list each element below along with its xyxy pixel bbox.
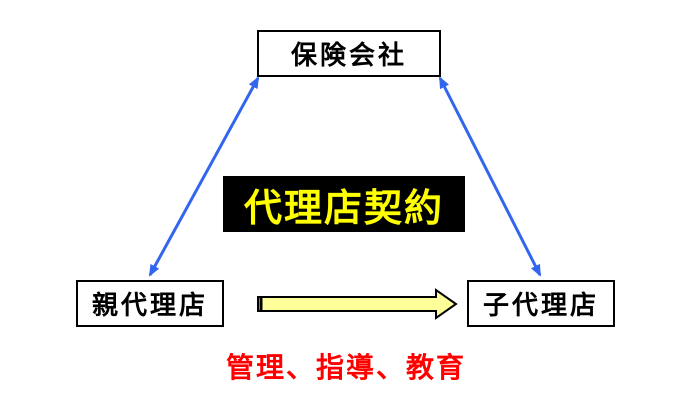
insurer-box: 保険会社 — [257, 30, 441, 77]
child-agency-label: 子代理店 — [482, 291, 599, 321]
supervision-caption: 管理、指導、教育 — [225, 351, 466, 384]
contract-banner: 代理店契約 — [223, 176, 465, 232]
child-agency-box: 子代理店 — [467, 280, 615, 327]
parent-agency-box: 親代理店 — [76, 280, 224, 327]
supervision-arrow — [257, 288, 458, 320]
parent-agency-label: 親代理店 — [91, 291, 208, 321]
insurer-label: 保険会社 — [290, 41, 407, 71]
contract-banner-label: 代理店契約 — [243, 185, 444, 230]
contract-arrow-left — [148, 76, 260, 277]
contract-arrow-right — [438, 76, 542, 277]
